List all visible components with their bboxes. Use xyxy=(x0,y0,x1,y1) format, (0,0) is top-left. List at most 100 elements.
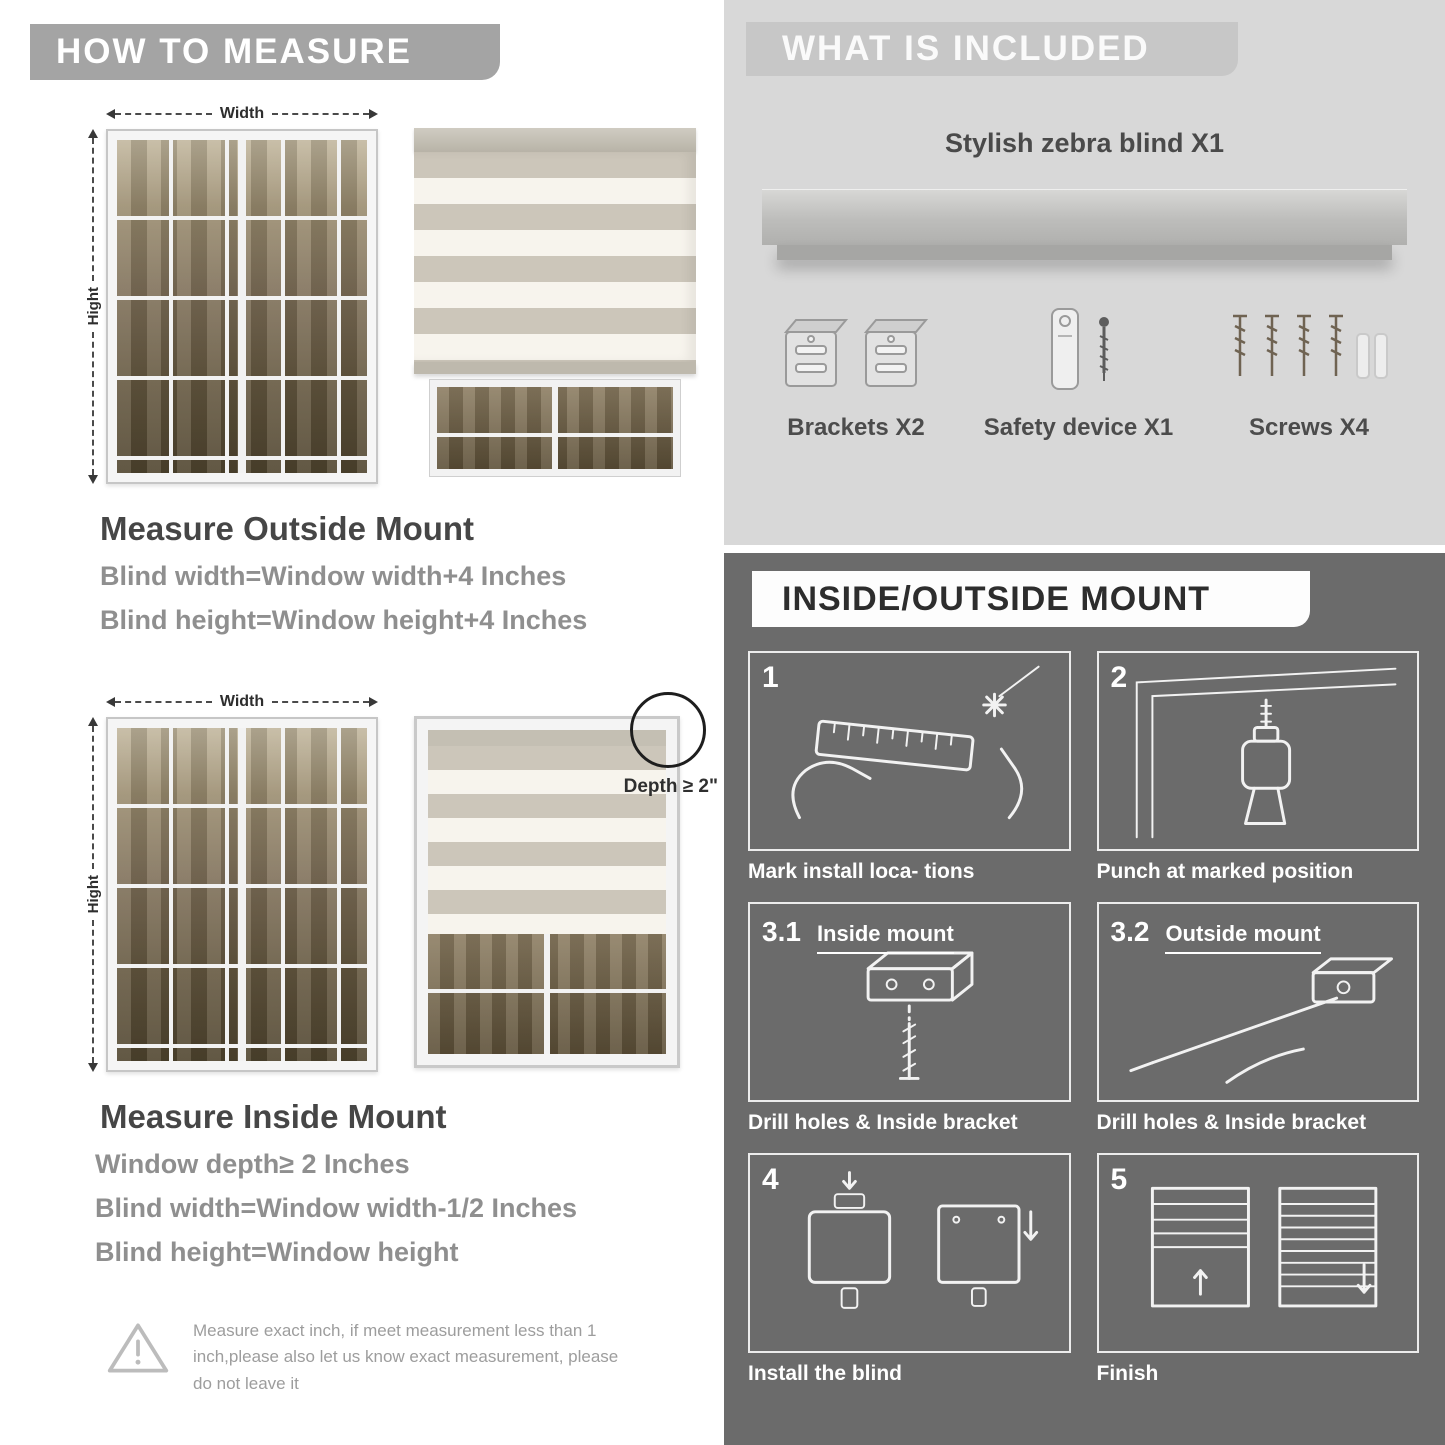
height-label: Hight xyxy=(84,875,102,914)
width-label: Width xyxy=(219,693,265,710)
step-3-2: 3.2 Outside mount Drill holes & Ins xyxy=(1096,902,1419,1135)
package-items-row: Brackets X2 Safety device X1 xyxy=(780,304,1393,442)
step-3-1: 3.1 Inside mount xyxy=(748,902,1071,1135)
headrail-valance xyxy=(777,245,1392,260)
width-arrow: Width xyxy=(106,690,378,714)
step-2: 2 Punch at marked position xyxy=(1096,651,1419,884)
outside-formula-height: Blind height=Window height+4 Inches xyxy=(100,605,588,635)
step-2-box: 2 xyxy=(1096,651,1419,851)
warning-text: Measure exact inch, if meet measurement … xyxy=(193,1321,619,1393)
outside-formula-width: Blind width=Window width+4 Inches xyxy=(100,561,567,591)
window-illustration xyxy=(106,129,378,484)
window-panes xyxy=(117,140,367,473)
outside-bracket-illustration xyxy=(1128,957,1393,1084)
inside-mount-heading: Measure Inside Mount xyxy=(100,1098,447,1135)
what-is-included-banner: WHAT IS INCLUDED xyxy=(746,22,1238,76)
what-is-included-panel: WHAT IS INCLUDED Stylish zebra blind X1 xyxy=(724,0,1445,545)
window-figure-inside: Width Hight xyxy=(80,690,378,1073)
how-to-measure-section: HOW TO MEASURE Width xyxy=(0,0,718,1445)
window-illustration xyxy=(106,717,378,1072)
step-number: 1 xyxy=(762,661,779,694)
measuring-tape-illustration xyxy=(791,665,1040,820)
safety-device-item: Safety device X1 xyxy=(984,304,1173,442)
inside-formula-width: Blind width=Window width-1/2 Inches xyxy=(95,1193,578,1223)
mount-instructions-panel: INSIDE/OUTSIDE MOUNT 1 xyxy=(724,553,1445,1445)
step-4-box: 4 xyxy=(748,1153,1071,1353)
finished-blinds-illustration xyxy=(1150,1186,1377,1308)
brackets-icon xyxy=(783,319,929,387)
outside-mount-figures: Width Hight xyxy=(80,102,712,485)
step-3-1-box: 3.1 Inside mount xyxy=(748,902,1071,1102)
zebra-blind-figure-inside: Depth ≥ 2" xyxy=(414,692,718,1072)
step-1-box: 1 xyxy=(748,651,1071,851)
inside-formula-depth: Window depth≥ 2 Inches xyxy=(95,1149,410,1179)
brackets-label: Brackets X2 xyxy=(787,414,925,441)
window-panes xyxy=(428,934,666,1054)
screws-icon xyxy=(1232,314,1388,379)
arrow-up-icon xyxy=(88,129,98,138)
arrow-down-icon xyxy=(88,1063,98,1073)
zebra-blind-figure-outside xyxy=(414,128,696,484)
step-number: 3.2 xyxy=(1110,916,1150,947)
step-1: 1 Mark install loca- tions xyxy=(748,651,1071,884)
step-4: 4 Install the blin xyxy=(748,1153,1071,1386)
height-arrow: Hight xyxy=(80,129,106,485)
step-number: 4 xyxy=(762,1163,779,1196)
product-title: Stylish zebra blind X1 xyxy=(944,128,1225,158)
mount-steps-grid: 1 Mark install loca- tions xyxy=(748,651,1419,1386)
safety-device-icon xyxy=(1051,308,1110,390)
install-blind-illustration xyxy=(807,1171,1039,1309)
step-number: 5 xyxy=(1110,1163,1128,1196)
step-5: 5 Finish xyxy=(1096,1153,1419,1386)
arrow-up-icon xyxy=(88,717,98,726)
height-arrow: Hight xyxy=(80,717,106,1073)
step-3-2-caption: Drill holes & Inside bracket xyxy=(1096,1111,1367,1134)
width-label: Width xyxy=(219,105,265,122)
brackets-item: Brackets X2 xyxy=(780,310,932,442)
blind-cassette xyxy=(414,128,696,152)
how-to-measure-banner: HOW TO MEASURE xyxy=(30,24,500,80)
depth-label: Depth ≥ 2" xyxy=(623,776,718,797)
inside-mount-figures: Width Hight xyxy=(80,690,718,1073)
blind-bottom-rail xyxy=(414,362,696,374)
height-label: Hight xyxy=(84,287,102,326)
blind-cassette xyxy=(428,730,666,746)
step-5-box: 5 xyxy=(1096,1153,1419,1353)
step-1-caption: Mark install loca- tions xyxy=(748,860,975,883)
step-title: Outside mount xyxy=(1165,921,1321,954)
blind-stripes xyxy=(428,746,666,934)
window-figure-outside: Width Hight xyxy=(80,102,378,485)
outside-mount-heading: Measure Outside Mount xyxy=(100,510,475,547)
step-title: Inside mount xyxy=(816,921,954,954)
arrow-right-icon xyxy=(369,697,378,707)
screws-label: Screws X4 xyxy=(1248,414,1370,441)
arrow-left-icon xyxy=(106,109,115,119)
mount-banner: INSIDE/OUTSIDE MOUNT xyxy=(752,571,1310,627)
step-number: 2 xyxy=(1110,661,1128,694)
window-frame xyxy=(414,716,680,1068)
blind-stripes xyxy=(414,152,696,362)
headrail-top xyxy=(762,189,1407,245)
arrow-down-icon xyxy=(88,475,98,485)
step-number: 3.1 xyxy=(762,916,801,947)
screws-item: Screws X4 xyxy=(1225,304,1393,442)
depth-callout-circle xyxy=(630,692,706,768)
step-3-2-box: 3.2 Outside mount xyxy=(1096,902,1419,1102)
window-panes xyxy=(117,728,367,1061)
arrow-right-icon xyxy=(369,109,378,119)
inside-formula-height: Blind height=Window height xyxy=(95,1237,459,1267)
step-4-caption: Install the blind xyxy=(748,1362,903,1385)
inside-bracket-illustration xyxy=(866,951,974,1080)
drill-illustration xyxy=(1135,667,1396,839)
step-5-caption: Finish xyxy=(1096,1362,1159,1385)
headrail-illustration xyxy=(762,189,1407,260)
safety-device-label: Safety device X1 xyxy=(983,414,1174,441)
warning-triangle-icon xyxy=(107,1323,169,1373)
measure-warning: Measure exact inch, if meet measurement … xyxy=(105,1318,655,1397)
arrow-left-icon xyxy=(106,697,115,707)
window-below-blind xyxy=(429,379,681,477)
step-3-1-caption: Drill holes & Inside bracket xyxy=(748,1111,1018,1134)
right-section: WHAT IS INCLUDED Stylish zebra blind X1 xyxy=(724,0,1445,1445)
step-2-caption: Punch at marked position xyxy=(1096,860,1354,883)
